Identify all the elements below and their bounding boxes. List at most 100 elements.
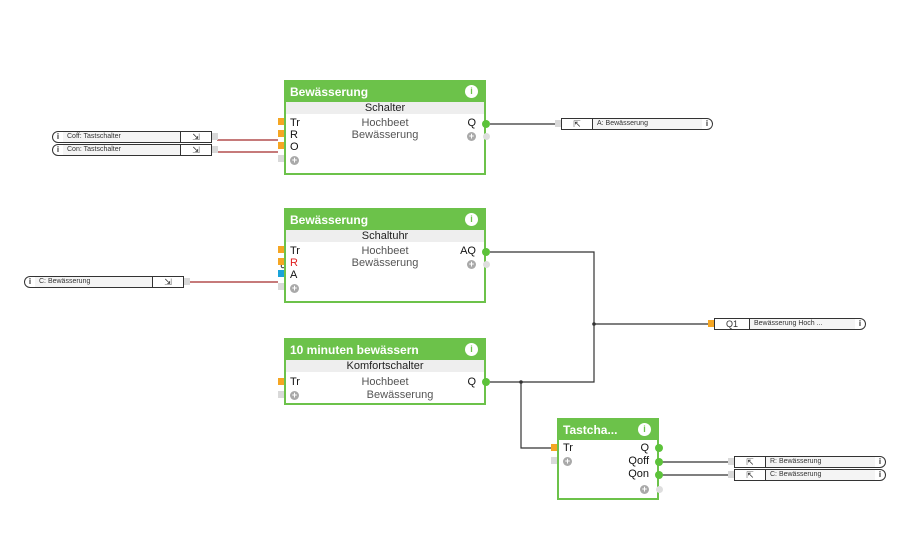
add-input-button[interactable]: + — [290, 154, 299, 166]
info-icon[interactable]: i — [465, 343, 478, 356]
output-terminal[interactable]: ⇱ A: Bewässerung i — [561, 118, 713, 130]
output-connector[interactable] — [483, 133, 490, 140]
input-pin-a[interactable]: A — [290, 269, 298, 281]
junction-dot — [592, 322, 596, 326]
plus-icon: + — [290, 283, 299, 293]
terminal-label: C: Bewässerung — [35, 277, 152, 287]
pin-connector[interactable] — [278, 130, 284, 137]
pin-connector[interactable] — [278, 142, 284, 149]
output-connector[interactable] — [655, 458, 663, 466]
block-title: Bewässerung i — [286, 82, 484, 102]
output-terminal[interactable]: ⇱ C: Bewässerung i — [734, 469, 886, 481]
block-title: Bewässerung i — [286, 210, 484, 230]
output-pin-qoff[interactable]: Qoff — [628, 455, 649, 467]
terminal-label: Con: Tastschalter — [63, 145, 180, 155]
pin-connector[interactable] — [278, 118, 284, 125]
output-pin-q[interactable]: Q — [467, 117, 476, 129]
block-schalter[interactable]: Bewässerung i Schalter Tr R O + Hochbeet… — [284, 80, 486, 175]
input-pin-tr[interactable]: Tr — [290, 117, 300, 129]
pin-connector[interactable] — [551, 457, 557, 464]
info-icon[interactable]: i — [858, 319, 862, 328]
block-tastschalter[interactable]: Tastcha... i Tr + Q Qoff Qon + — [557, 418, 659, 500]
pin-connector[interactable] — [278, 270, 284, 277]
block-title: 10 minuten bewässern i — [286, 340, 484, 360]
block-schaltuhr[interactable]: Bewässerung i Schaltuhr Tr R A + Hochbee… — [284, 208, 486, 303]
info-icon[interactable]: i — [705, 119, 709, 128]
output-terminal-icon: ⇱ — [735, 457, 766, 467]
output-connector[interactable] — [656, 486, 663, 493]
plus-icon: + — [290, 390, 299, 400]
output-pin-aq[interactable]: AQ — [460, 245, 476, 257]
output-pin-q[interactable]: Q — [640, 442, 649, 454]
add-input-button[interactable]: + — [563, 455, 572, 467]
pin-connector[interactable] — [728, 458, 734, 465]
add-output-button[interactable]: + — [640, 483, 649, 495]
info-icon[interactable]: i — [465, 213, 478, 226]
terminal-label: Coff: Tastschalter — [63, 132, 180, 142]
block-label-1: Hochbeet — [361, 245, 409, 257]
info-icon[interactable]: i — [638, 423, 651, 436]
output-terminal-icon: ⇱ — [562, 119, 593, 129]
pin-connector[interactable] — [555, 120, 561, 127]
pin-connector[interactable] — [278, 258, 284, 265]
pin-connector[interactable] — [278, 246, 284, 253]
input-pin-r[interactable]: R — [290, 257, 298, 269]
block-komfortschalter[interactable]: 10 minuten bewässern i Komfortschalter T… — [284, 338, 486, 405]
output-connector[interactable] — [483, 261, 490, 268]
output-connector[interactable] — [655, 444, 663, 452]
pin-connector[interactable] — [728, 471, 734, 478]
pin-connector[interactable] — [212, 133, 218, 140]
wire-aq-to-q1[interactable] — [490, 251, 708, 325]
pin-connector[interactable] — [184, 278, 190, 285]
input-pin-o[interactable]: O — [290, 141, 299, 153]
pin-connector[interactable] — [278, 155, 284, 162]
info-icon[interactable]: i — [465, 85, 478, 98]
pin-connector[interactable] — [278, 391, 284, 398]
input-terminal[interactable]: i C: Bewässerung ⇲ — [24, 276, 184, 288]
block-type: Schalter — [286, 102, 484, 114]
input-terminal-icon: ⇲ — [180, 132, 211, 142]
block-label-2: Bewässerung — [351, 257, 419, 269]
add-input-button[interactable]: + — [290, 282, 299, 294]
input-pin-tr[interactable]: Tr — [290, 245, 300, 257]
input-pin-r[interactable]: R — [290, 129, 298, 141]
info-icon[interactable]: i — [56, 145, 60, 154]
input-terminal-icon: ⇲ — [152, 277, 183, 287]
block-title: Tastcha... i — [559, 420, 657, 440]
output-pin-qon[interactable]: Qon — [628, 468, 649, 480]
input-pin-tr[interactable]: Tr — [290, 376, 300, 388]
info-icon[interactable]: i — [56, 132, 60, 141]
pin-connector[interactable] — [708, 320, 714, 327]
pin-connector[interactable] — [212, 146, 218, 153]
terminal-label: C: Bewässerung — [766, 470, 875, 480]
input-terminal[interactable]: i Con: Tastschalter ⇲ — [52, 144, 212, 156]
wire-komfort-q[interactable] — [490, 324, 595, 383]
input-terminal-icon: ⇲ — [180, 145, 211, 155]
output-connector[interactable] — [482, 248, 490, 256]
terminal-label: R: Bewässerung — [766, 457, 875, 467]
input-terminal[interactable]: i Coff: Tastschalter ⇲ — [52, 131, 212, 143]
plus-icon: + — [640, 484, 649, 494]
output-terminal[interactable]: ⇱ R: Bewässerung i — [734, 456, 886, 468]
info-icon[interactable]: i — [878, 457, 882, 466]
info-icon[interactable]: i — [28, 277, 32, 286]
block-type: Schaltuhr — [286, 230, 484, 242]
add-output-button[interactable]: + — [467, 258, 476, 270]
input-pin-tr[interactable]: Tr — [563, 442, 573, 454]
output-pin-q[interactable]: Q — [467, 376, 476, 388]
pin-connector[interactable] — [278, 283, 284, 290]
terminal-label: Bewässerung Hoch ... — [750, 319, 855, 329]
output-connector[interactable] — [655, 471, 663, 479]
pin-connector[interactable] — [278, 378, 284, 385]
info-icon[interactable]: i — [878, 470, 882, 479]
output-connector[interactable] — [482, 120, 490, 128]
output-connector[interactable] — [482, 378, 490, 386]
junction-dot — [519, 380, 523, 384]
wire-komfort-to-tast[interactable] — [520, 382, 553, 449]
add-output-button[interactable]: + — [467, 130, 476, 142]
add-input-button[interactable]: + — [290, 389, 299, 401]
pin-connector[interactable] — [551, 444, 557, 451]
block-label-2: Bewässerung — [366, 389, 434, 401]
output-terminal-q1[interactable]: Q1 Bewässerung Hoch ... i — [714, 318, 866, 330]
